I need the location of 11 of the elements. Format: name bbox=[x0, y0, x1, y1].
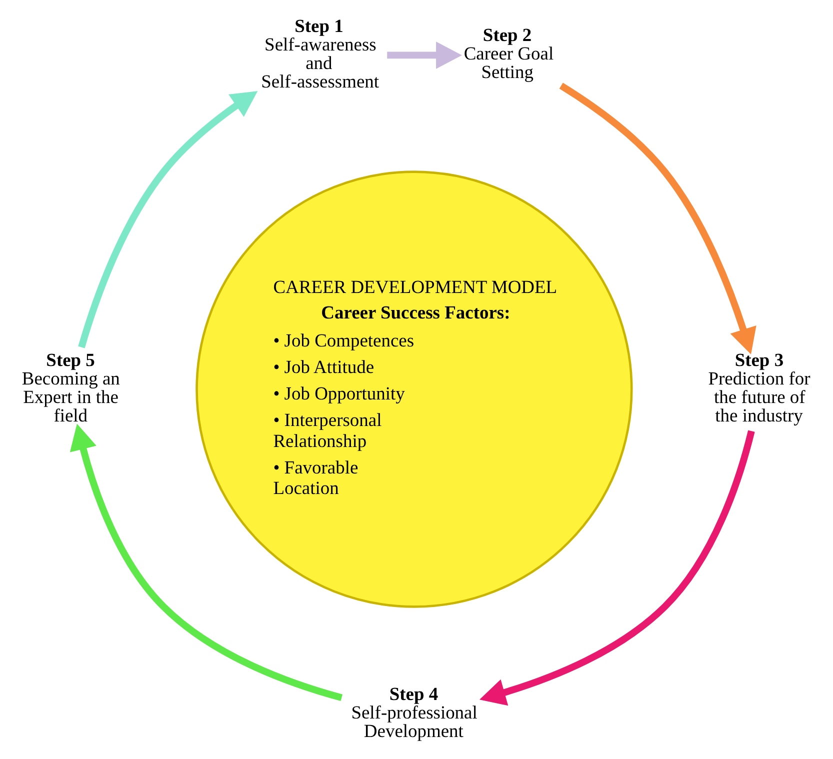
arrow bbox=[78, 90, 258, 348]
node-text: Step 5 Becoming an Expert in the field bbox=[22, 349, 120, 425]
arrow bbox=[70, 423, 343, 701]
node-text: Step 2 Career Goal Setting bbox=[464, 24, 554, 82]
arrow bbox=[559, 82, 756, 354]
arrow bbox=[387, 41, 462, 68]
arrow bbox=[479, 430, 755, 706]
node-text: Step 1 Self-awareness and Self-assessment bbox=[261, 15, 380, 91]
node-text: Step 3 Prediction for the future of the industry bbox=[708, 349, 810, 425]
node-circle: CAREER DEVELOPMENT MODEL Career Success Factors: • Job Competences • Job Attitude • Job Opportunity • Interpersonal Relationship • Favorable Location bbox=[196, 170, 633, 608]
node-text: Step 4 Self-professional Development bbox=[351, 683, 478, 740]
